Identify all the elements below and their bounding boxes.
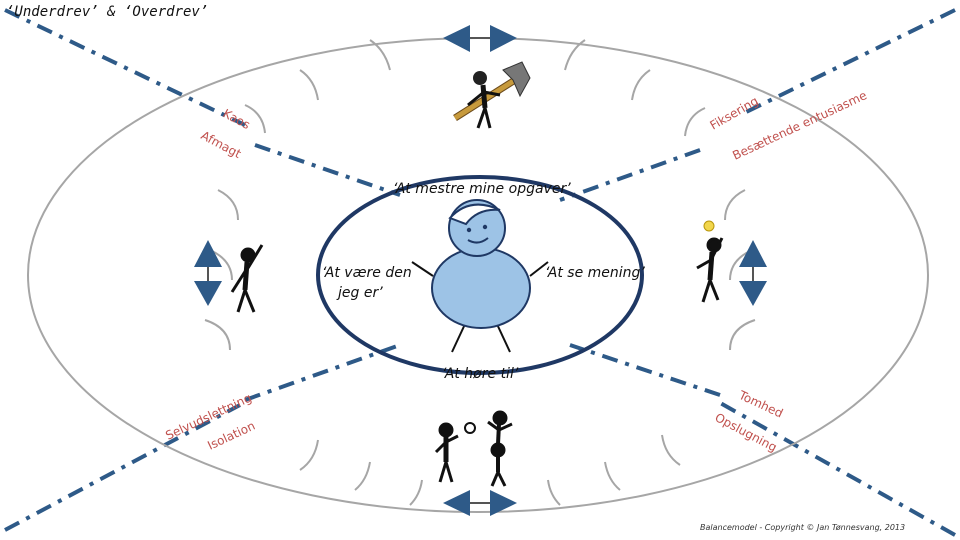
- waving-figure-icon: [230, 244, 264, 313]
- label-left-1: ‘At være den: [322, 265, 412, 281]
- label-top: ‘At mestre mine opgaver’: [393, 181, 571, 197]
- label-right: ‘At se mening’: [545, 265, 645, 281]
- ring-arcs: [204, 39, 756, 506]
- arrow-bottom[interactable]: [443, 490, 517, 516]
- label-left-2: jeg er’: [336, 285, 383, 301]
- group-figures-icon: [434, 410, 513, 487]
- diagonal-lines: [4, 8, 956, 537]
- side-top-right-1: Fiksering: [708, 94, 761, 133]
- arrow-left[interactable]: [194, 240, 222, 306]
- inner-ring: [316, 175, 644, 375]
- lightbulb-figure-icon: [696, 220, 724, 303]
- copyright-credit: Balancemodel - Copyright © Jan Tønnesvan…: [700, 523, 905, 532]
- arrow-right[interactable]: [739, 240, 767, 306]
- side-bottom-left-2: Isolation: [205, 419, 257, 453]
- side-top-left-2: Afmagt: [199, 128, 244, 161]
- page-title: ‘Underdrev’ & ‘Overdrev’: [6, 4, 208, 20]
- label-bottom: ‘At høre til’: [442, 366, 519, 382]
- side-top-left-1: Kaos: [221, 106, 253, 132]
- arrow-top[interactable]: [443, 25, 517, 52]
- hammer-figure-icon: [453, 61, 531, 129]
- person-body: [431, 247, 531, 329]
- person-cap: [448, 203, 501, 226]
- central-person: [411, 199, 549, 353]
